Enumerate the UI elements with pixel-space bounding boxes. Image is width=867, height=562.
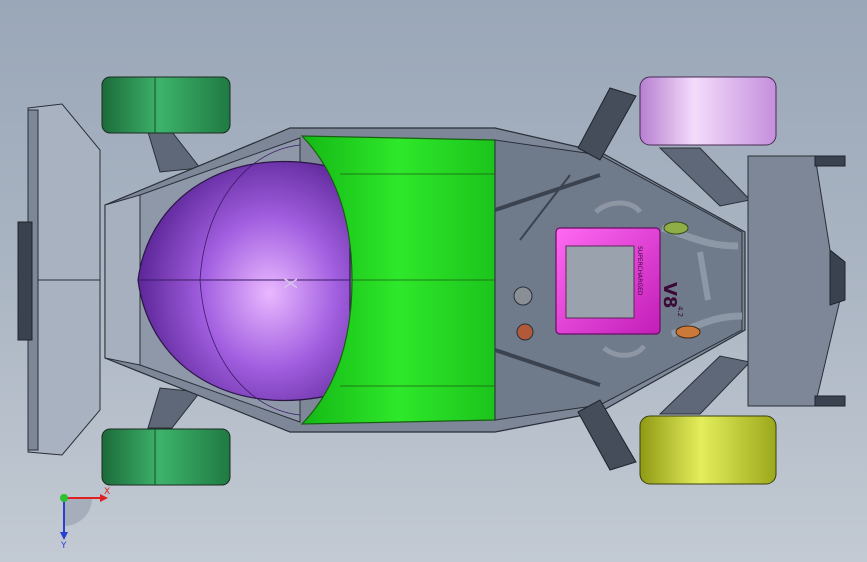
rear-suspension[interactable]: [577, 87, 751, 471]
rear-right-tire[interactable]: [639, 415, 777, 485]
front-suspension[interactable]: [147, 131, 201, 429]
front-left-tire[interactable]: [101, 76, 231, 134]
rear-left-tire[interactable]: [639, 76, 777, 146]
cockpit-canopy[interactable]: X: [137, 144, 351, 416]
v8-engine[interactable]: V8 4.2 SUPERCHARGED: [513, 200, 684, 358]
exhaust-pipes[interactable]: [661, 221, 743, 339]
front-wing[interactable]: [17, 103, 101, 456]
engine-model-text: V8: [659, 282, 680, 308]
engine-brand-text: SUPERCHARGED: [636, 246, 643, 296]
y-axis-label: Y: [60, 541, 67, 550]
x-axis-label: X: [104, 487, 110, 497]
hood-logo: X: [279, 277, 300, 289]
side-body-panel[interactable]: [300, 135, 496, 425]
engine-model-subtext: 4.2: [676, 306, 684, 317]
triad-origin: [60, 494, 68, 502]
axis-triad: X Y: [60, 487, 110, 550]
front-right-tire[interactable]: [101, 428, 231, 486]
rear-wing[interactable]: [747, 155, 846, 407]
